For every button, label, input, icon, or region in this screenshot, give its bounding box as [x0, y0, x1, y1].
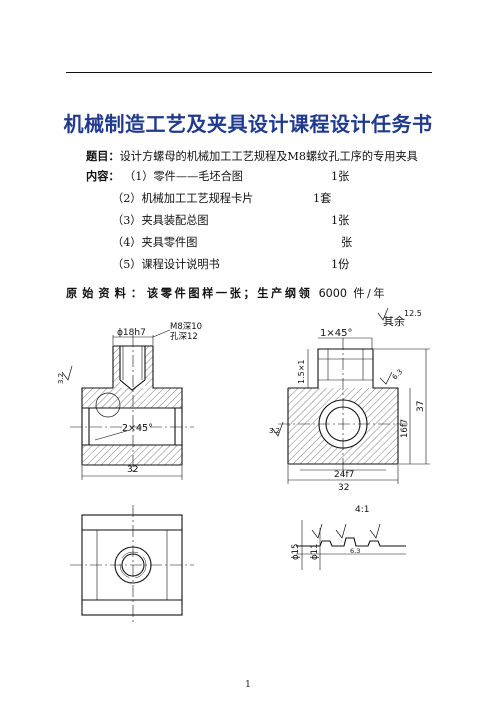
original-label: 原始资料：: [66, 286, 147, 300]
rough-r2: 3.2: [269, 427, 280, 435]
page-number: 1: [245, 680, 251, 690]
detail-rough: 6.3: [350, 547, 360, 555]
note-hole-depth: 孔深12: [170, 332, 198, 342]
dim-32-left: 32: [127, 465, 138, 475]
detail-dia15: ϕ15: [291, 544, 301, 560]
rest-label: 其余: [383, 314, 405, 328]
task-qty-1: 1张: [331, 170, 350, 183]
rest-roughness: 12.5: [404, 309, 422, 318]
dim-37: 37: [416, 401, 426, 412]
dim-16f7: 16f7: [400, 419, 410, 438]
topic-label: 题目：: [86, 149, 120, 163]
original-qty: 6000: [318, 287, 348, 300]
front-view: [61, 329, 194, 480]
task-qty-5: 1份: [331, 258, 350, 271]
detail-scale: 4:1: [355, 505, 369, 515]
original-text-a: 该零件图样一张；生产纲领: [146, 286, 313, 300]
original-text-b: 件/年: [353, 287, 388, 300]
rough-left: 3.2: [57, 373, 65, 384]
content-label: 内容：: [86, 169, 120, 183]
detail-dia11: ϕ11: [310, 544, 320, 560]
content-label-line: 内容：: [86, 168, 120, 184]
topic-line: 题目：设计方螺母的机械加工工艺规程及M8螺纹孔工序的专用夹具: [86, 148, 418, 164]
dim-32-right: 32: [338, 483, 349, 493]
note-m8: M8深10: [170, 322, 202, 332]
top-view: [70, 505, 194, 625]
task-item-1: （1）零件——毛坯合图: [124, 170, 243, 183]
task-item-3: （3）夹具装配总图: [112, 214, 209, 227]
chamfer-2x45: 2×45°: [122, 423, 153, 434]
task-item-4: （4）夹具零件图: [112, 236, 198, 249]
top-rule: [66, 72, 432, 73]
rough-r1: 6.3: [391, 368, 405, 382]
document-title: 机械制造工艺及夹具设计课程设计任务书: [63, 112, 433, 136]
topic-text: 设计方螺母的机械加工工艺规程及M8螺纹孔工序的专用夹具: [119, 150, 418, 163]
original-data-line: 原始资料：该零件图样一张；生产纲领 6000 件/年: [66, 285, 387, 301]
detail-view: [296, 520, 406, 570]
task-qty-4: 张: [341, 236, 353, 249]
task-qty-2: 1套: [313, 192, 332, 205]
task-item-2: （2）机械加工工艺规程卡片: [112, 192, 254, 205]
dim-1-5x1: 1.5×1: [297, 359, 306, 384]
dim-18h7: ϕ18h7: [117, 328, 146, 338]
task-qty-3: 1张: [331, 214, 350, 227]
side-view: [271, 307, 430, 484]
dim-24f7: 24f7: [334, 470, 354, 480]
chamfer-1x45: 1×45°: [320, 328, 352, 339]
task-item-5: （5）课程设计说明书: [112, 258, 220, 271]
